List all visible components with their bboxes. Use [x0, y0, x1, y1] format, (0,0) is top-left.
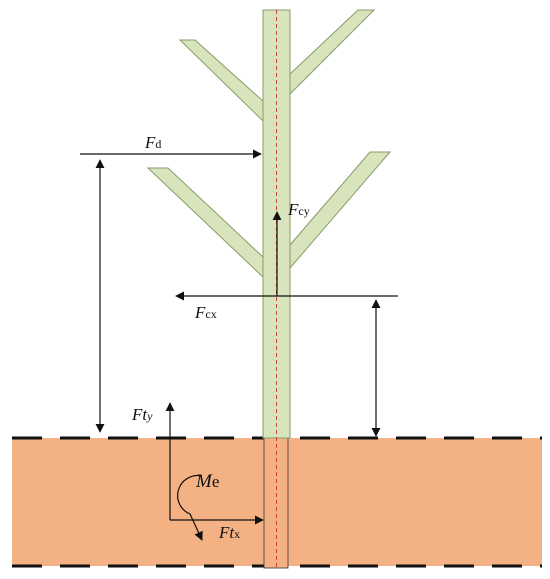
- fcy-label: Fcy: [287, 200, 310, 219]
- me-moment-arrow: [177, 474, 203, 541]
- fd-label: Fd: [144, 133, 161, 152]
- me-label: Me: [195, 471, 219, 492]
- branch-upper-right: [289, 9, 376, 96]
- fcx-label: Fcx: [194, 303, 217, 322]
- branch-lower-left: [146, 167, 265, 280]
- branch-upper-left: [178, 39, 265, 124]
- ftx-label: Ftx: [218, 523, 240, 542]
- fty-label: Fty: [131, 405, 153, 424]
